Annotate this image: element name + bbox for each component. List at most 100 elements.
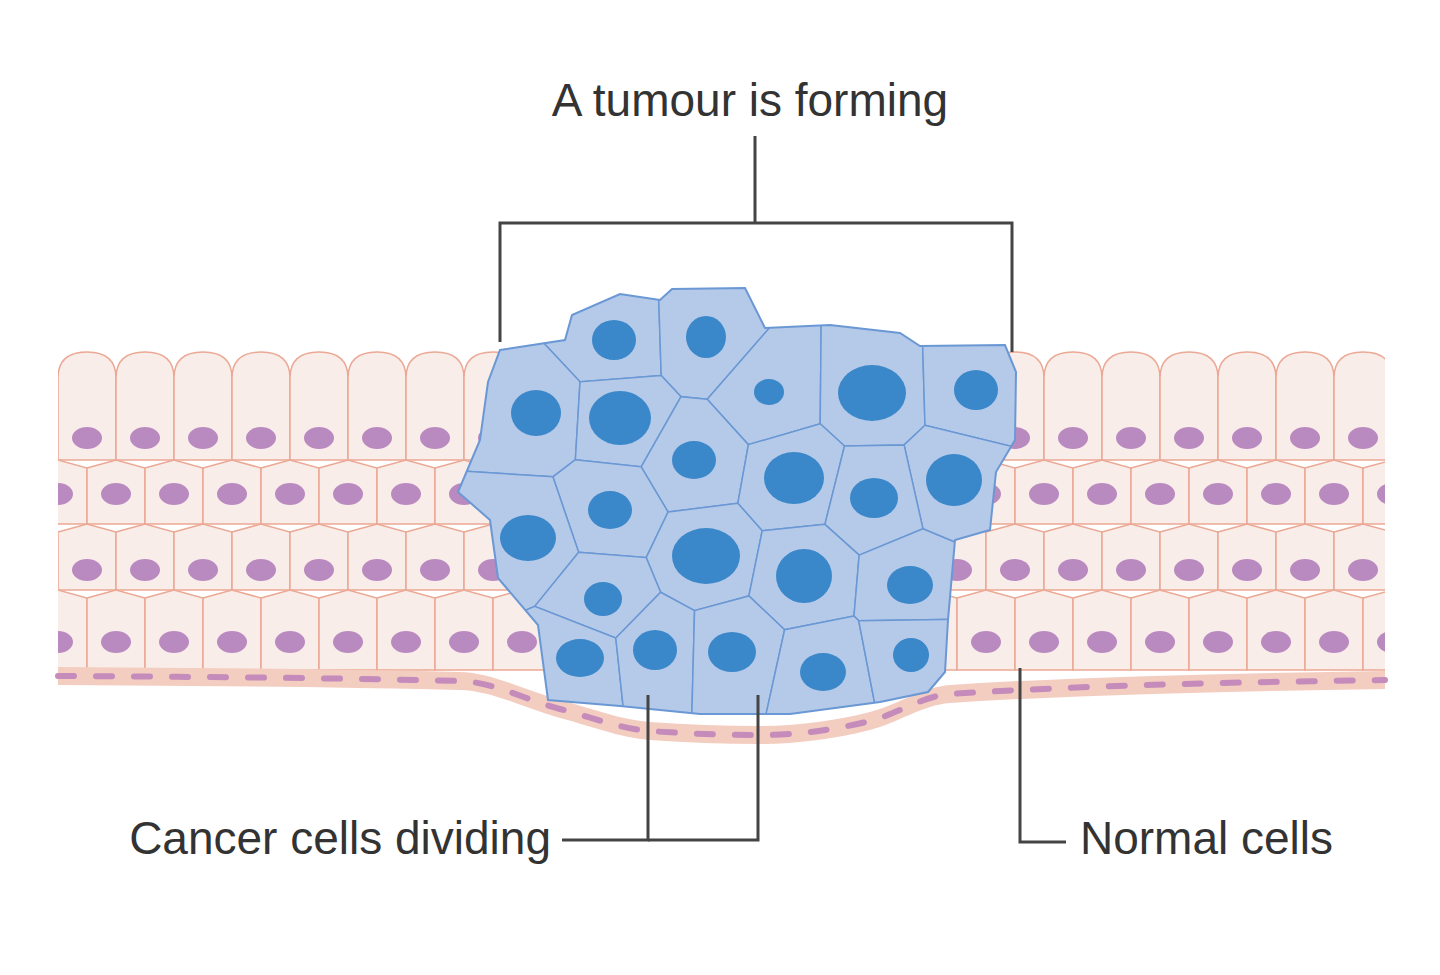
cell-nucleus <box>246 427 276 449</box>
cell-nucleus <box>217 483 247 505</box>
cell-nucleus <box>1029 483 1059 505</box>
tumour-outline <box>458 288 1016 714</box>
normal-cell <box>1218 524 1276 590</box>
cancer-nucleus <box>556 639 604 677</box>
normal-cell <box>406 524 464 590</box>
cell-nucleus <box>188 559 218 581</box>
cancer-nucleus <box>800 653 846 691</box>
cancer-nucleus <box>954 370 998 410</box>
normal-cell <box>1102 352 1160 460</box>
normal-cell <box>261 460 319 524</box>
cell-nucleus <box>1377 483 1385 505</box>
cell-nucleus <box>391 483 421 505</box>
normal-cell <box>1218 352 1276 460</box>
cell-nucleus <box>101 483 131 505</box>
cell-nucleus <box>1261 631 1291 653</box>
normal-cell <box>116 524 174 590</box>
normal-cell <box>1334 524 1385 590</box>
normal-cell <box>319 460 377 524</box>
normal-cell <box>1160 524 1218 590</box>
cell-nucleus <box>1000 559 1030 581</box>
cancer-nucleus <box>893 638 929 672</box>
normal-cell <box>1363 460 1385 524</box>
cell-nucleus <box>1145 631 1175 653</box>
normal-cell <box>957 590 1015 670</box>
cell-nucleus <box>130 427 160 449</box>
normal-cell <box>174 524 232 590</box>
cancer-nucleus <box>511 390 561 436</box>
normal-cell <box>58 524 116 590</box>
cell-nucleus <box>58 483 73 505</box>
cell-nucleus <box>72 427 102 449</box>
cell-nucleus <box>362 427 392 449</box>
cell-nucleus <box>246 559 276 581</box>
cell-nucleus <box>217 631 247 653</box>
normal-cell <box>116 352 174 460</box>
cancer-nucleus <box>589 391 651 445</box>
normal-cell <box>1073 460 1131 524</box>
cancer-nucleus <box>887 566 933 604</box>
cancer-cell <box>820 270 925 446</box>
cell-nucleus <box>275 483 305 505</box>
cancer-nucleus <box>708 632 756 672</box>
leader-lines <box>500 136 1066 842</box>
tumour-bracket <box>500 223 1012 352</box>
cancer-cell <box>440 270 580 477</box>
normal-cell <box>1044 352 1102 460</box>
normal-cell <box>203 590 261 670</box>
leader-line <box>562 695 648 840</box>
normal-cell <box>232 352 290 460</box>
normal-cell <box>1015 590 1073 670</box>
normal-cell <box>1276 352 1334 460</box>
normal-cell <box>377 590 435 670</box>
normal-cell <box>290 524 348 590</box>
leader-line <box>754 136 757 223</box>
normal-cell <box>87 590 145 670</box>
leader-line <box>1020 668 1066 842</box>
normal-cell <box>261 590 319 670</box>
cell-nucleus <box>1232 427 1262 449</box>
cancer-cell <box>920 270 1030 451</box>
cell-nucleus <box>304 559 334 581</box>
cancer-nucleus <box>633 630 677 670</box>
cell-nucleus <box>1116 427 1146 449</box>
normal-cell <box>348 524 406 590</box>
normal-cell <box>1160 352 1218 460</box>
cancer-nucleus <box>592 320 636 360</box>
cancer-nucleus <box>686 316 726 358</box>
cell-nucleus <box>1232 559 1262 581</box>
cell-nucleus <box>391 631 421 653</box>
cell-nucleus <box>1174 427 1204 449</box>
cell-nucleus <box>1203 631 1233 653</box>
cell-nucleus <box>188 427 218 449</box>
cell-nucleus <box>1377 631 1385 653</box>
tumour-cells <box>440 270 1030 730</box>
normal-cell <box>1189 460 1247 524</box>
label-text: Cancer cells dividing <box>129 813 551 864</box>
normal-cell <box>1247 590 1305 670</box>
normal-cell <box>1073 590 1131 670</box>
cell-nucleus <box>449 631 479 653</box>
cell-nucleus <box>362 559 392 581</box>
cancer-nucleus <box>776 549 832 603</box>
normal-cell <box>348 352 406 460</box>
normal-cell <box>1102 524 1160 590</box>
cell-nucleus <box>971 631 1001 653</box>
cell-nucleus <box>275 631 305 653</box>
cancer-nucleus <box>672 528 740 584</box>
normal-cell <box>1363 590 1385 670</box>
normal-cell <box>145 460 203 524</box>
cell-nucleus <box>420 559 450 581</box>
cell-nucleus <box>72 559 102 581</box>
normal-cell <box>319 590 377 670</box>
cell-nucleus <box>58 631 73 653</box>
cell-nucleus <box>420 427 450 449</box>
normal-cell <box>1131 460 1189 524</box>
normal-cell <box>1131 590 1189 670</box>
cancer-cell <box>854 529 1030 621</box>
normal-cell <box>174 352 232 460</box>
cell-nucleus <box>159 483 189 505</box>
normal-cell <box>406 352 464 460</box>
normal-cell <box>58 460 87 524</box>
normal-cell <box>377 460 435 524</box>
